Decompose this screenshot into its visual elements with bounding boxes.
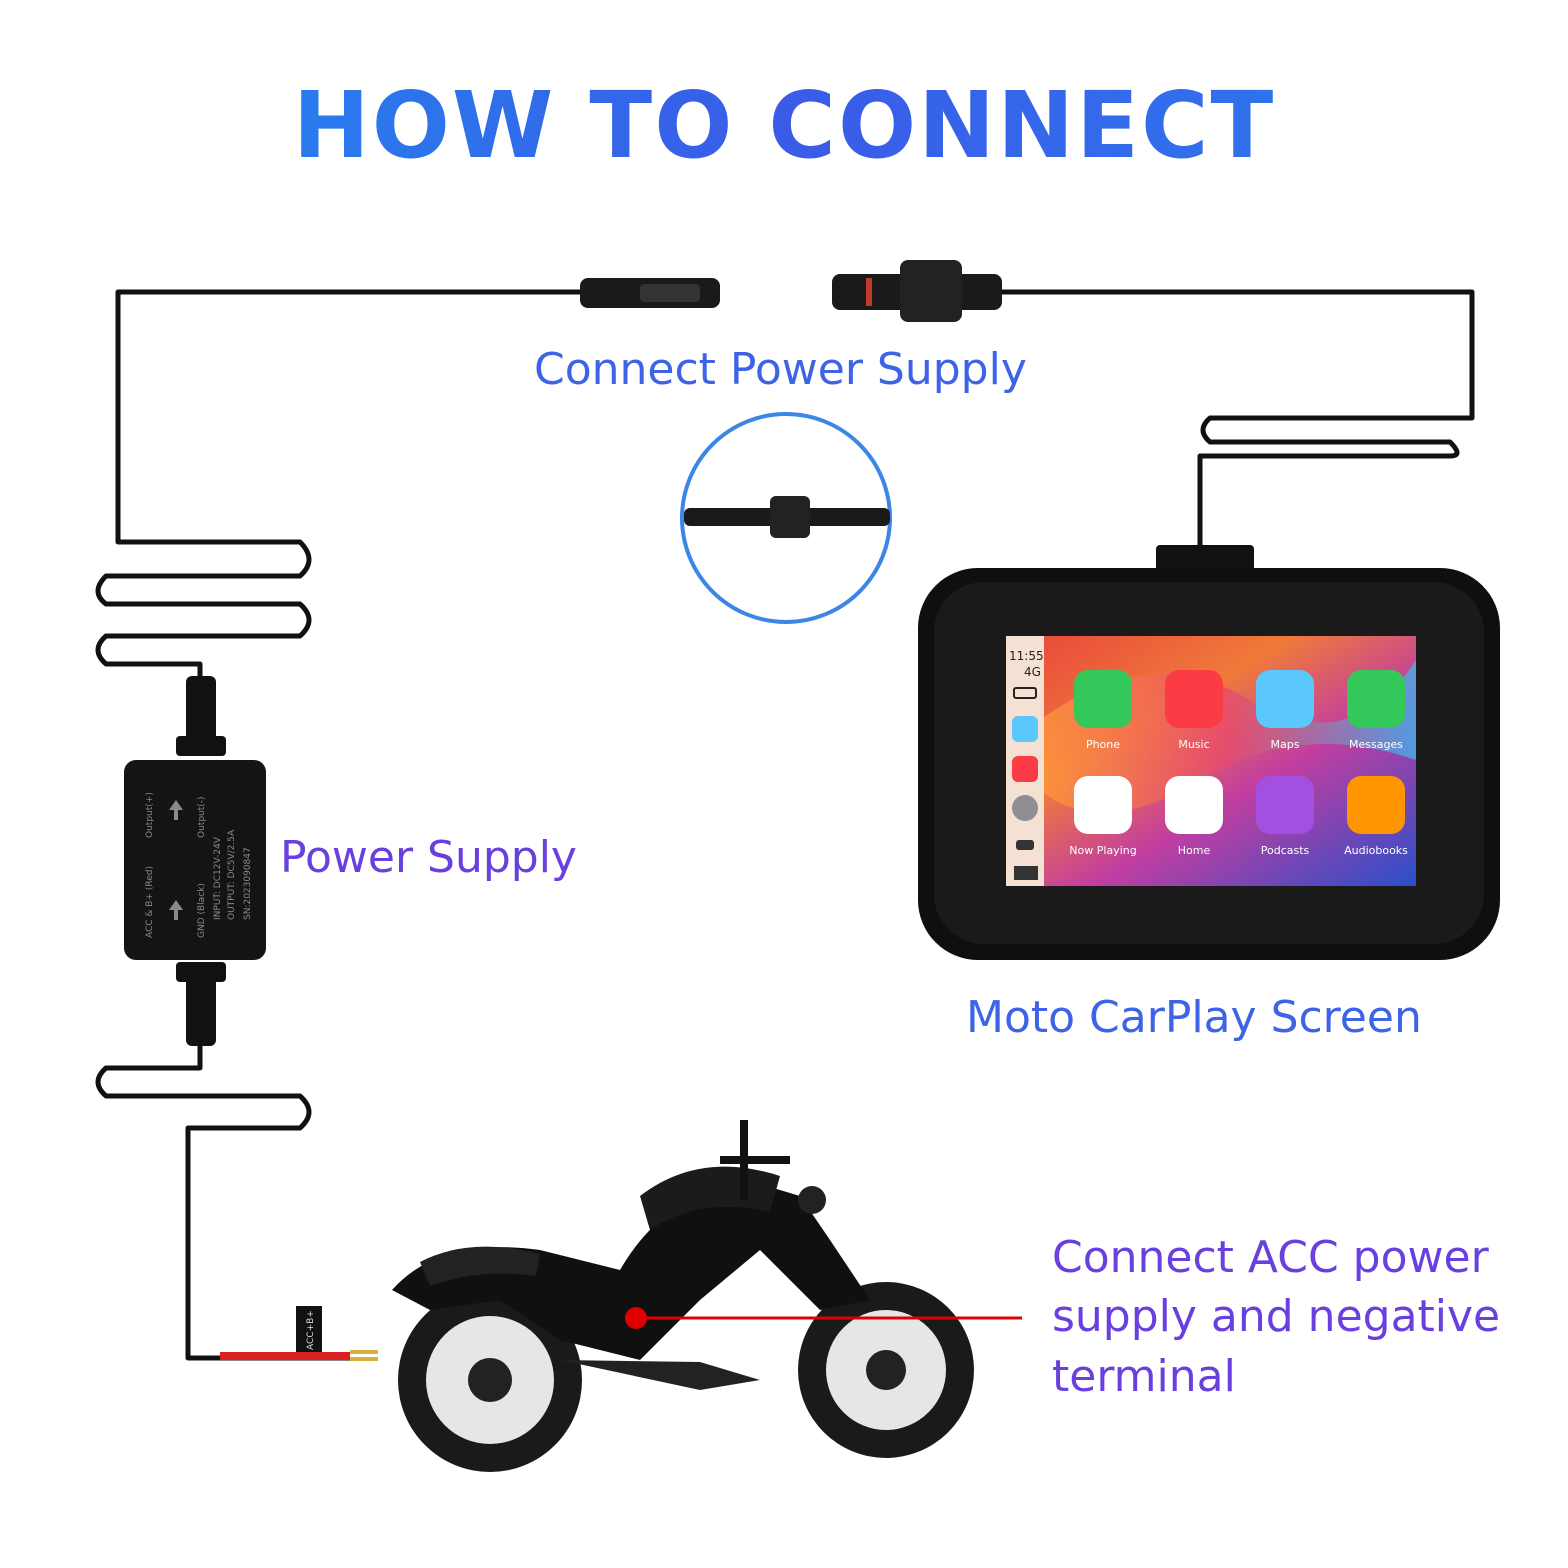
app-icon-messages (1347, 670, 1405, 728)
acc-instruction-line-2: supply and negative (1052, 1291, 1501, 1343)
app-icon-podcasts (1256, 776, 1314, 834)
app-icon-music (1165, 670, 1223, 728)
left-connector (580, 278, 720, 308)
app-icon-now-playing (1074, 776, 1132, 834)
app-label: Audiobooks (1344, 844, 1408, 857)
status-signal: 4G (1024, 665, 1041, 679)
acc-clip: ACC+B+ (220, 1306, 378, 1361)
power-supply-label: Power Supply (280, 832, 577, 883)
acc-instruction-line-1: Connect ACC power (1052, 1232, 1489, 1283)
app-icon-home (1165, 776, 1223, 834)
app-label: Podcasts (1261, 844, 1310, 857)
acc-clip-text: ACC+B+ (306, 1310, 316, 1350)
serial-text: SN:2023090847 (243, 847, 253, 920)
output-plus-text: Output(+) (145, 792, 155, 838)
page-title: HOW TO CONNECT (0, 72, 1568, 179)
moto-carplay-screen-label: Moto CarPlay Screen (966, 992, 1422, 1043)
power-box-markings: Output(+) Output(-) ACC & B+ (Red) GND (… (145, 792, 253, 938)
sidebar-car-icon (1016, 840, 1034, 850)
box-strain-relief-bottom (176, 962, 226, 1046)
lower-cable (95, 1046, 350, 1361)
right-cable (1002, 289, 1475, 550)
sidebar-maps-icon (1012, 716, 1038, 742)
motorcycle (392, 1120, 974, 1472)
right-connector (832, 260, 1002, 322)
gnd-black-text: GND (Black) (197, 883, 207, 938)
connect-power-supply-label: Connect Power Supply (534, 344, 1027, 395)
app-icon-maps (1256, 670, 1314, 728)
app-label: Messages (1349, 738, 1403, 751)
acc-instruction-label: Connect ACC power supply and negative te… (1052, 1228, 1500, 1406)
acc-red-text: ACC & B+ (Red) (145, 866, 155, 938)
output-minus-text: Output(-) (197, 796, 207, 838)
app-icon-audiobooks (1347, 776, 1405, 834)
app-label: Now Playing (1069, 844, 1136, 857)
sidebar-settings-icon (1012, 795, 1038, 821)
app-label: Home (1178, 844, 1211, 857)
zoom-circle (680, 412, 892, 624)
app-label: Phone (1086, 738, 1120, 751)
app-icon-phone (1074, 670, 1132, 728)
status-time: 11:55 (1009, 649, 1044, 663)
output-spec-text: OUTPUT: DC5V/2.5A (227, 829, 237, 920)
acc-instruction-line-3: terminal (1052, 1350, 1236, 1402)
sidebar-music-icon (1012, 756, 1038, 782)
box-strain-relief-top (176, 676, 226, 756)
app-label: Maps (1271, 738, 1300, 751)
input-spec-text: INPUT: DC12V-24V (213, 836, 223, 920)
app-label: Music (1178, 738, 1209, 751)
left-cable (95, 289, 584, 690)
acc-pointer (625, 1307, 1022, 1329)
power-supply-box (124, 760, 266, 960)
sidebar-dashboard-icon (1014, 866, 1038, 880)
